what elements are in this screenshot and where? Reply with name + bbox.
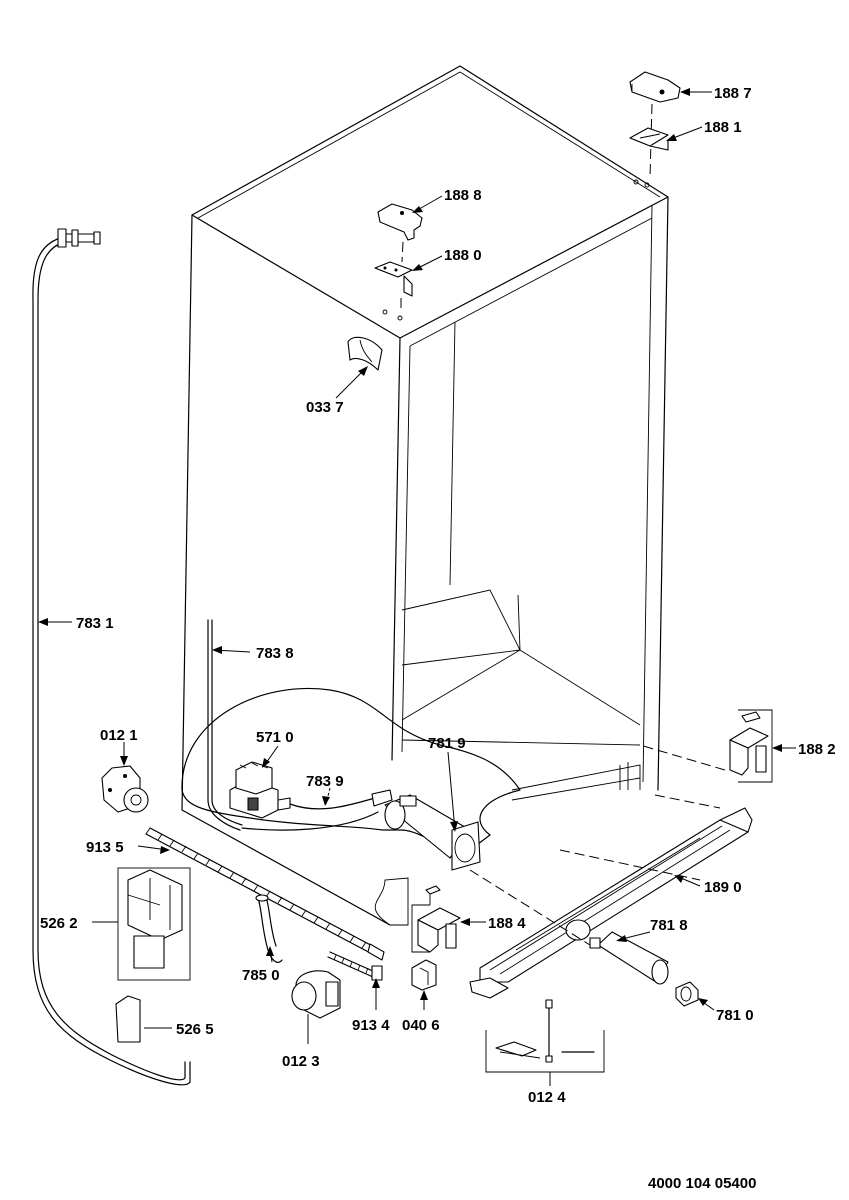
water-tube-long [32, 228, 191, 1086]
valve-tubing [241, 789, 393, 831]
label-188-8: 188 8 [444, 187, 482, 204]
lower-hinge-kit [411, 885, 461, 953]
label-033-7: 033 7 [306, 399, 344, 416]
label-526-2: 526 2 [40, 915, 78, 932]
label-188-1: 188 1 [704, 119, 742, 136]
filter-cartridge [589, 931, 669, 985]
label-571-0: 571 0 [256, 729, 294, 746]
label-012-1: 012 1 [100, 727, 138, 744]
tool-kit [485, 999, 605, 1073]
label-785-0: 785 0 [242, 967, 280, 984]
label-913-4: 913 4 [352, 1017, 390, 1034]
document-number: 4000 104 05400 [648, 1175, 756, 1192]
label-040-6: 040 6 [402, 1017, 440, 1034]
label-012-4: 012 4 [528, 1089, 566, 1106]
top-hinge [629, 127, 669, 151]
label-188-0: 188 0 [444, 247, 482, 264]
label-188-4: 188 4 [488, 915, 526, 932]
top-hinge-cover [629, 71, 681, 179]
filter-housing [384, 794, 481, 871]
label-913-5: 913 5 [86, 839, 124, 856]
label-781-9: 781 9 [428, 735, 466, 752]
label-526-5: 526 5 [176, 1021, 214, 1038]
label-188-2: 188 2 [798, 741, 836, 758]
front-roller [101, 765, 149, 813]
bracket-kit [117, 867, 191, 981]
label-012-3: 012 3 [282, 1053, 320, 1070]
label-781-8: 781 8 [650, 917, 688, 934]
refrigerator-cabinet [181, 65, 669, 926]
base-grille [469, 807, 753, 999]
label-783-8: 783 8 [256, 645, 294, 662]
short-threaded-rod [327, 951, 383, 981]
drain-hose [255, 894, 283, 963]
filter-cap [675, 981, 699, 1007]
assembly-lines [469, 744, 726, 946]
right-hinge-kit [729, 709, 773, 783]
mounting-clip [411, 959, 437, 991]
water-tube-short [207, 619, 243, 831]
left-hinge-cover [377, 203, 423, 263]
cutaway-region [181, 687, 521, 926]
callouts: 188 7 188 1 188 8 188 0 033 7 783 1 783 … [38, 85, 836, 1106]
label-188-7: 188 7 [714, 85, 752, 102]
label-781-0: 781 0 [716, 1007, 754, 1024]
label-783-9: 783 9 [306, 773, 344, 790]
label-189-0: 189 0 [704, 879, 742, 896]
side-grip [347, 336, 383, 371]
label-783-1: 783 1 [76, 615, 114, 632]
water-valve [229, 761, 291, 819]
rear-roller [291, 970, 341, 1019]
left-hinge-bracket [374, 261, 413, 312]
cover-plate [115, 995, 141, 1043]
